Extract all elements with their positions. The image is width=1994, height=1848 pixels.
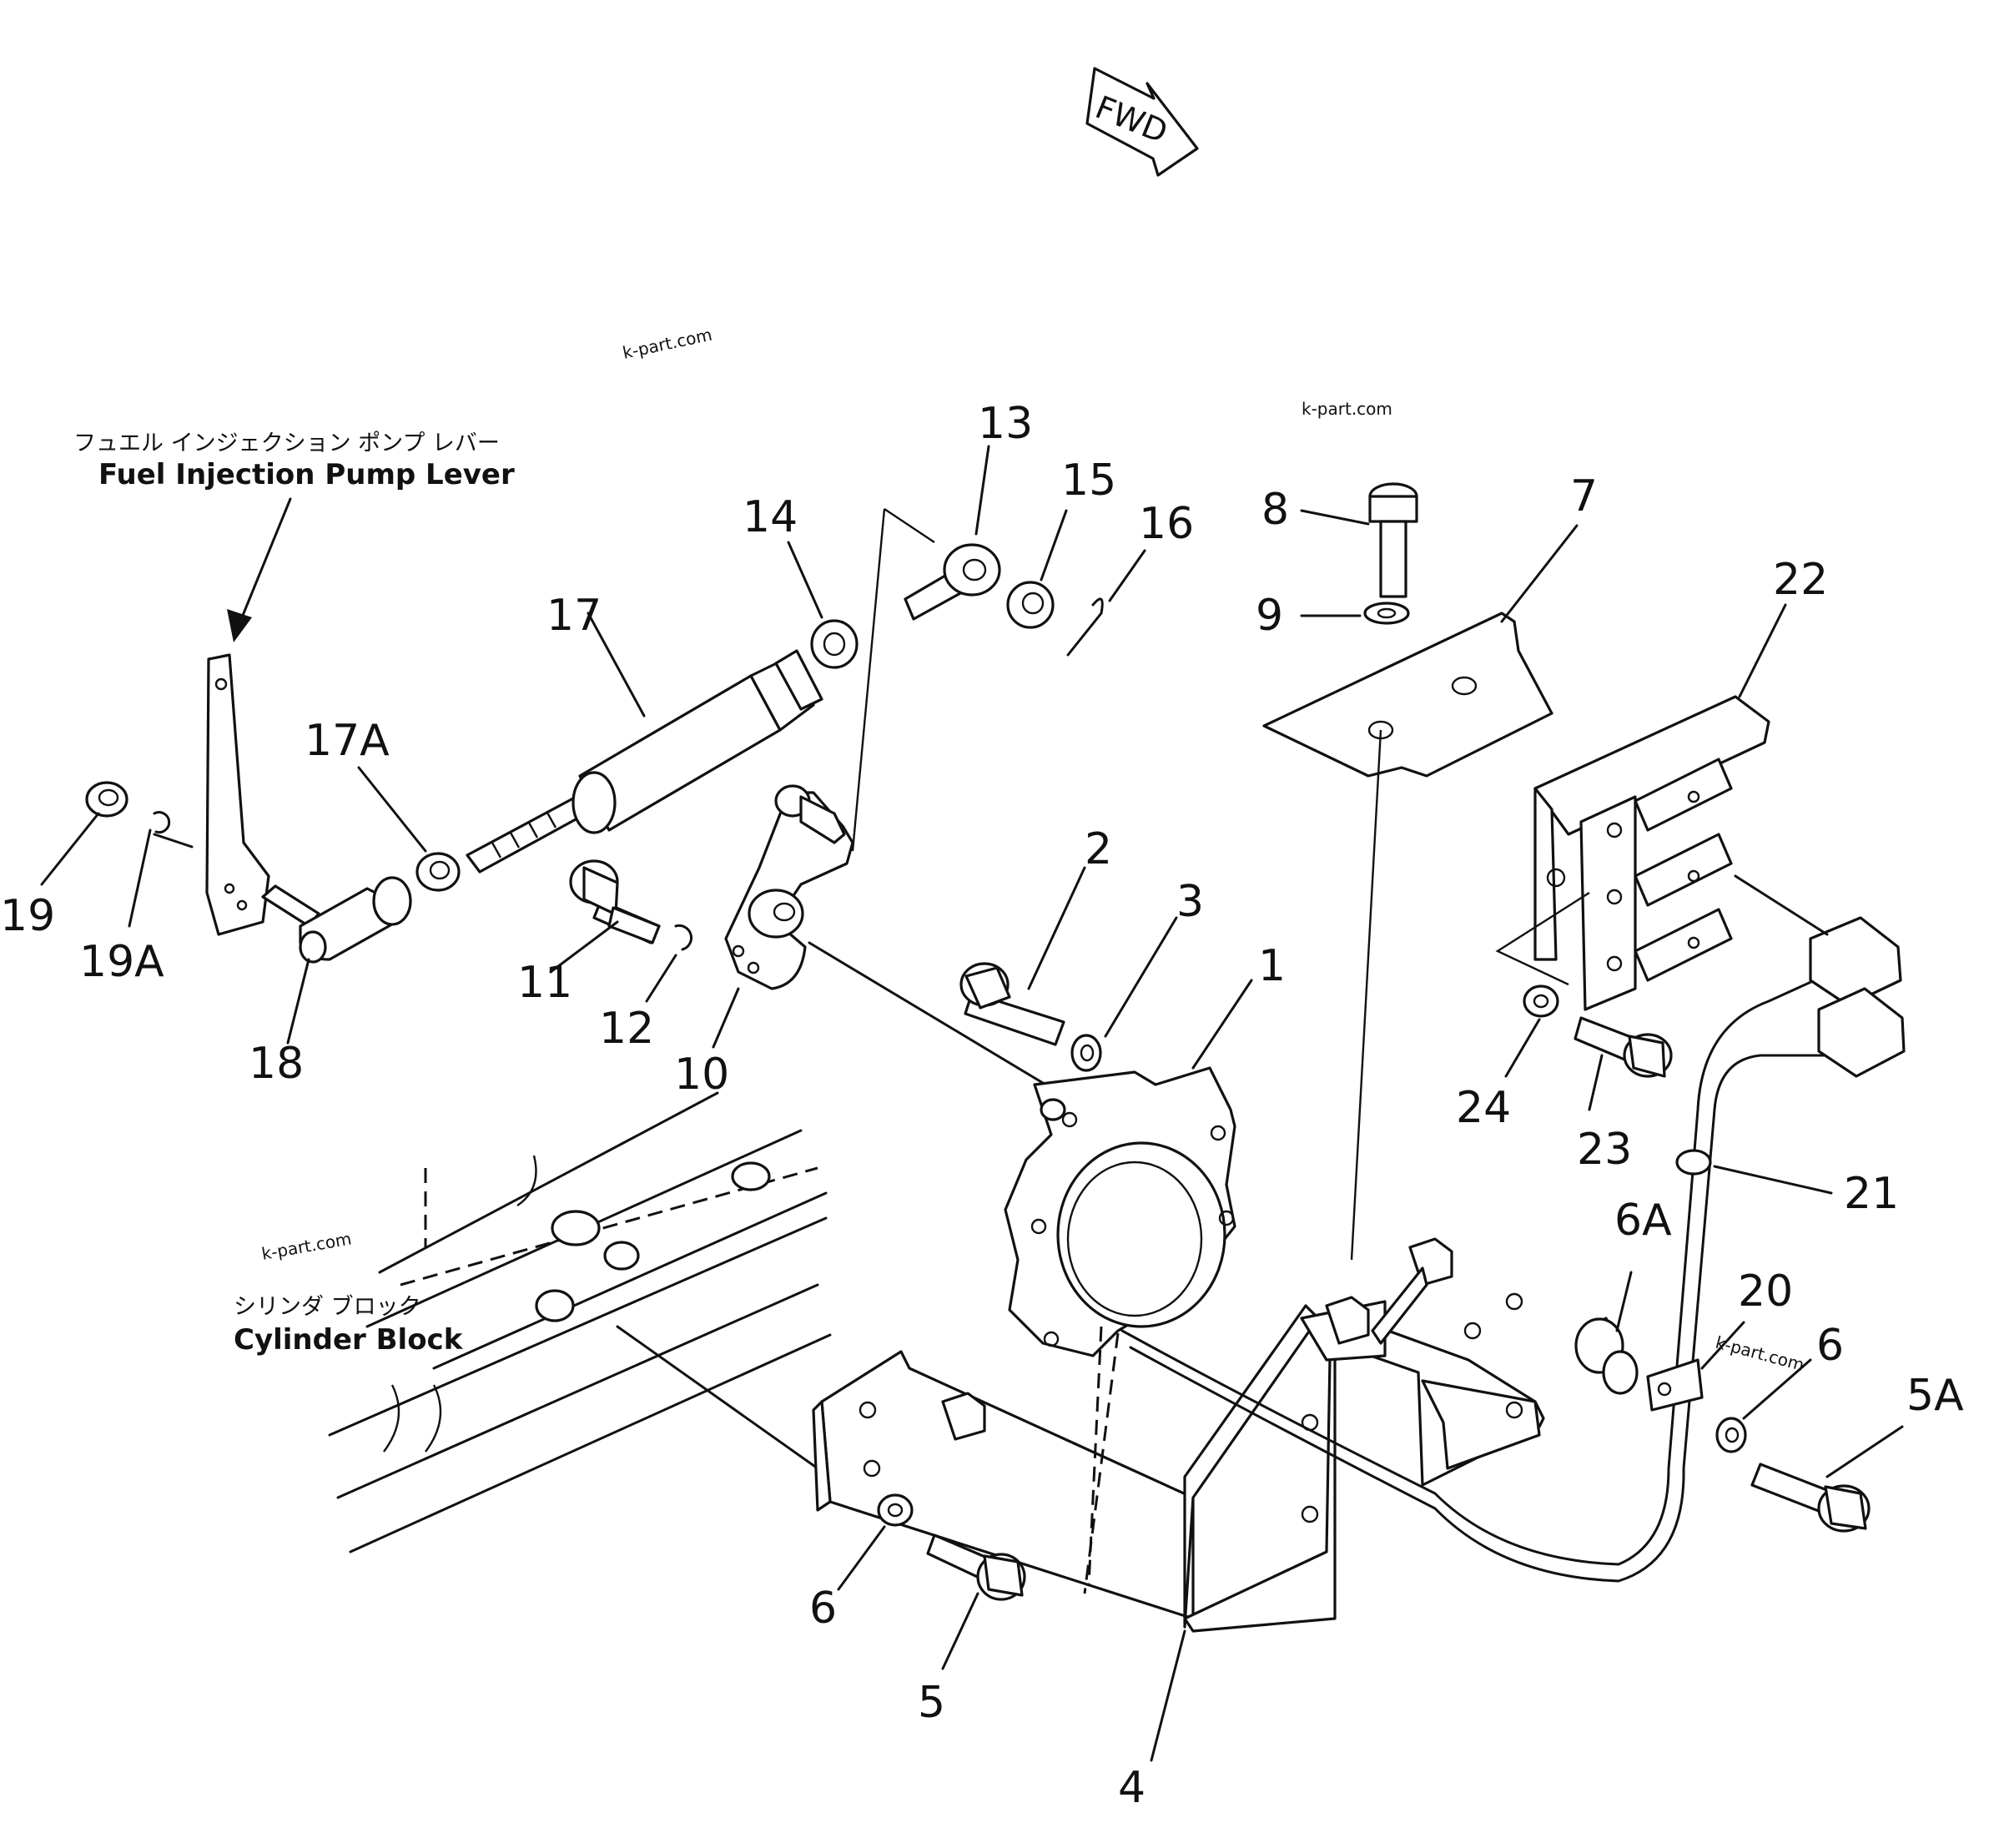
fuel-lever-caption-ja: フュエル インジェクション ポンプ レバー xyxy=(73,431,500,456)
part-22-relay-bracket xyxy=(1533,695,1770,1011)
part-23-bolt xyxy=(1574,1016,1673,1078)
wire-harness xyxy=(1120,874,1906,1583)
part-1-governor-motor xyxy=(1004,1066,1236,1357)
callout-6-left: 6 xyxy=(809,1584,837,1634)
watermark-1: k-part.com xyxy=(621,325,714,363)
fwd-direction-arrow: FWD xyxy=(1085,67,1199,177)
part-14-nut xyxy=(810,619,859,669)
part-6a-spacer xyxy=(1574,1317,1639,1395)
callout-19a: 19A xyxy=(79,937,164,987)
callout-14: 14 xyxy=(743,492,798,542)
part-11-bolt xyxy=(569,859,661,944)
part-5-bolt xyxy=(926,1533,1026,1601)
fuel-injection-pump-lever xyxy=(153,653,270,936)
part-10-lever xyxy=(724,784,854,990)
cylinder-block-caption-en: Cylinder Block xyxy=(234,1323,464,1357)
callout-2: 2 xyxy=(1085,824,1112,874)
callout-22: 22 xyxy=(1773,555,1828,605)
callout-1: 1 xyxy=(1258,941,1286,991)
callout-19: 19 xyxy=(0,891,55,941)
callout-12: 12 xyxy=(599,1004,654,1054)
part-6-washer-left xyxy=(877,1493,914,1527)
callout-24: 24 xyxy=(1456,1083,1511,1133)
callout-5: 5 xyxy=(918,1678,945,1728)
callout-10: 10 xyxy=(674,1050,729,1100)
callout-6a: 6A xyxy=(1614,1196,1672,1246)
callout-20: 20 xyxy=(1738,1266,1793,1317)
part-18-ball-joint xyxy=(261,876,412,964)
callout-5a: 5A xyxy=(1906,1371,1964,1421)
callout-17a: 17A xyxy=(305,716,390,766)
callout-7: 7 xyxy=(1570,471,1598,521)
callout-11: 11 xyxy=(517,958,572,1008)
part-17a-nut xyxy=(415,852,461,892)
cylinder-block-sketch xyxy=(328,1091,832,1553)
part-8-bolt xyxy=(1368,482,1418,598)
callout-13: 13 xyxy=(978,399,1033,449)
part-12-clip xyxy=(674,924,693,951)
callout-23: 23 xyxy=(1577,1125,1632,1175)
part-6-washer-right xyxy=(1715,1417,1747,1453)
callout-3: 3 xyxy=(1176,877,1204,927)
part-13-rod-end xyxy=(904,543,1001,621)
callout-21: 21 xyxy=(1844,1169,1899,1219)
part-24-washer xyxy=(1523,984,1559,1018)
part-16-cotter-pin xyxy=(1066,597,1104,657)
callout-17: 17 xyxy=(546,591,602,641)
part-15-castle-nut xyxy=(1006,581,1055,629)
callout-15: 15 xyxy=(1061,456,1116,506)
callout-6-right: 6 xyxy=(1816,1321,1844,1371)
callout-16: 16 xyxy=(1139,499,1194,549)
part-17-actuator xyxy=(466,649,823,874)
part-3-washer xyxy=(1070,1034,1102,1072)
watermark-3: k-part.com xyxy=(260,1228,353,1264)
watermark-2: k-part.com xyxy=(1302,399,1392,419)
callout-8: 8 xyxy=(1261,485,1289,535)
part-9-washer xyxy=(1363,602,1410,625)
part-7-shield-plate xyxy=(1262,612,1553,778)
part-19-nut xyxy=(85,781,128,818)
part-4-bracket xyxy=(812,1237,1545,1633)
callout-18: 18 xyxy=(249,1039,304,1089)
fuel-lever-pointer-arrow xyxy=(227,497,292,642)
fuel-lever-caption-en: Fuel Injection Pump Lever xyxy=(98,458,515,491)
callout-4: 4 xyxy=(1118,1763,1146,1813)
part-5a-bolt xyxy=(1750,1463,1871,1533)
part-19a-clip xyxy=(153,811,171,834)
part-2-bolt xyxy=(959,962,1065,1046)
callout-9: 9 xyxy=(1256,591,1283,641)
